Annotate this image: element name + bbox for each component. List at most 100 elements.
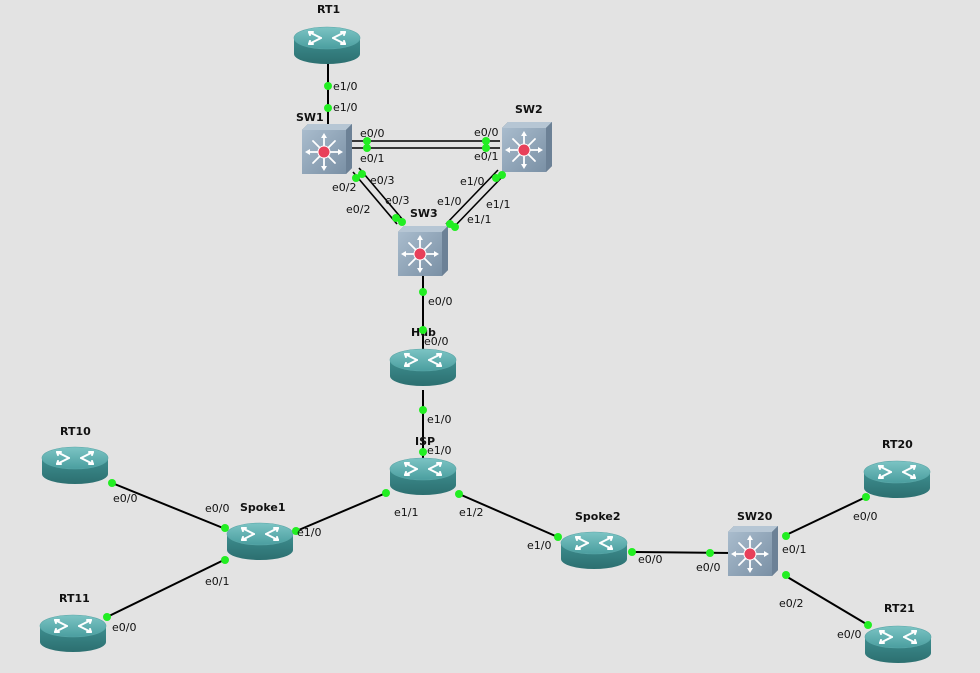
device-isp[interactable]: ISP — [389, 435, 457, 496]
port-label: e1/0 — [437, 195, 461, 208]
port-label: e0/1 — [474, 150, 498, 163]
link-rt10-spoke1[interactable] — [111, 482, 229, 531]
device-label: RT11 — [59, 592, 90, 605]
port-label: e1/2 — [459, 506, 483, 519]
device-label: SW1 — [296, 111, 324, 124]
device-rt20[interactable]: RT20 — [863, 438, 931, 499]
port-dot-sw20-e0-2[interactable] — [782, 571, 790, 579]
link-sw20-rt21[interactable] — [783, 574, 869, 626]
device-label: SW2 — [515, 103, 543, 116]
port-dot-rt20-e0-0[interactable] — [862, 493, 870, 501]
port-label: e0/1 — [782, 543, 806, 556]
link-sw20-rt20[interactable] — [783, 496, 867, 537]
links — [106, 62, 869, 626]
link-sw2-sw3-a[interactable] — [445, 169, 499, 225]
port-label: e0/2 — [332, 181, 356, 194]
port-dot-sw3-e0-0[interactable] — [419, 288, 427, 296]
port-label: e0/0 — [112, 621, 136, 634]
port-label: e1/1 — [467, 213, 491, 226]
device-label: Spoke1 — [240, 501, 286, 514]
device-rt1[interactable]: RT1 — [293, 3, 361, 65]
port-dot-sw20-e0-1[interactable] — [782, 532, 790, 540]
port-label: e0/0 — [474, 126, 498, 139]
router-icon — [293, 26, 361, 65]
port-dot-rt10-e0-0[interactable] — [108, 479, 116, 487]
port-dot-rt11-e0-0[interactable] — [103, 613, 111, 621]
router-icon — [560, 531, 628, 570]
port-dot-spoke1-e0-1[interactable] — [221, 556, 229, 564]
device-label: SW3 — [410, 207, 438, 220]
port-dot-sw2-e0-0[interactable] — [482, 137, 490, 145]
port-label: e0/0 — [837, 628, 861, 641]
device-label: Spoke2 — [575, 510, 621, 523]
port-label: e1/0 — [333, 80, 357, 93]
port-label: e0/2 — [779, 597, 803, 610]
port-dot-isp-e1-0[interactable] — [419, 448, 427, 456]
port-label: e1/1 — [486, 198, 510, 211]
router-icon — [864, 625, 932, 664]
device-sw2[interactable]: SW2 — [501, 103, 553, 173]
router-icon — [863, 460, 931, 499]
link-isp-spoke1[interactable] — [293, 492, 387, 533]
port-dot-sw3-e0-2[interactable] — [392, 214, 400, 222]
port-dot-spoke2-e1-0[interactable] — [554, 533, 562, 541]
port-dot-sw20-e0-0[interactable] — [706, 549, 714, 557]
port-label: e0/3 — [370, 174, 394, 187]
link-sw1-sw3-a[interactable] — [352, 171, 398, 225]
device-sw1[interactable]: SW1 — [296, 111, 353, 175]
port-dot-isp-e1-1[interactable] — [382, 489, 390, 497]
device-spoke1[interactable]: Spoke1 — [226, 501, 294, 561]
port-label: e0/0 — [113, 492, 137, 505]
device-sw3[interactable]: SW3 — [397, 207, 449, 277]
port-label: e0/0 — [853, 510, 877, 523]
port-dots — [103, 82, 872, 629]
port-dot-hub-e1-0[interactable] — [419, 406, 427, 414]
device-rt10[interactable]: RT10 — [41, 425, 109, 485]
link-sw1-sw3-b[interactable] — [358, 167, 404, 221]
router-icon — [226, 522, 294, 561]
port-labels: e1/0 e1/0 e0/0 e0/1 e0/0 e0/1 e0/2 e0/3 … — [112, 80, 877, 641]
port-label: e1/0 — [333, 101, 357, 114]
port-dot-sw1-e0-3[interactable] — [358, 170, 366, 178]
port-dot-sw1-e1-0[interactable] — [324, 104, 332, 112]
port-dot-sw1-e0-1[interactable] — [363, 144, 371, 152]
port-dot-sw2-e1-0[interactable] — [492, 174, 500, 182]
port-label: e0/3 — [385, 194, 409, 207]
port-label: e1/0 — [427, 444, 451, 457]
link-spoke2-sw20[interactable] — [631, 551, 733, 554]
port-dot-sw1-e0-0[interactable] — [363, 137, 371, 145]
port-dot-sw2-e1-1[interactable] — [498, 171, 506, 179]
router-icon — [41, 446, 109, 485]
port-label: e1/1 — [394, 506, 418, 519]
port-dot-isp-e1-2[interactable] — [455, 490, 463, 498]
port-label: e1/0 — [460, 175, 484, 188]
port-dot-spoke2-e0-0[interactable] — [628, 548, 636, 556]
device-rt21[interactable]: RT21 — [864, 602, 932, 664]
port-label: e1/0 — [427, 413, 451, 426]
port-label: e0/0 — [638, 553, 662, 566]
switch-icon — [727, 525, 779, 577]
port-dot-sw1-e0-2[interactable] — [352, 174, 360, 182]
device-label: ISP — [415, 435, 435, 448]
port-label: e1/0 — [297, 526, 321, 539]
device-label: RT10 — [60, 425, 91, 438]
port-dot-spoke1-e1-0[interactable] — [292, 527, 300, 535]
device-rt11[interactable]: RT11 — [39, 592, 107, 653]
port-dot-sw3-e1-1[interactable] — [451, 223, 459, 231]
link-rt11-spoke1[interactable] — [106, 557, 229, 618]
port-dot-rt1-e1-0[interactable] — [324, 82, 332, 90]
link-isp-spoke2[interactable] — [458, 493, 561, 539]
port-dot-sw3-e0-3[interactable] — [398, 218, 406, 226]
port-dot-hub-e0-0[interactable] — [419, 326, 427, 334]
port-dot-spoke1-e0-0[interactable] — [221, 524, 229, 532]
port-label: e0/1 — [205, 575, 229, 588]
link-sw2-sw3-b[interactable] — [451, 174, 505, 230]
router-icon — [39, 614, 107, 653]
port-dot-sw2-e0-1[interactable] — [482, 144, 490, 152]
device-spoke2[interactable]: Spoke2 — [560, 510, 628, 570]
port-label: e0/2 — [346, 203, 370, 216]
port-dot-rt21-e0-0[interactable] — [864, 621, 872, 629]
port-label: e0/0 — [696, 561, 720, 574]
device-sw20[interactable]: SW20 — [727, 510, 779, 577]
